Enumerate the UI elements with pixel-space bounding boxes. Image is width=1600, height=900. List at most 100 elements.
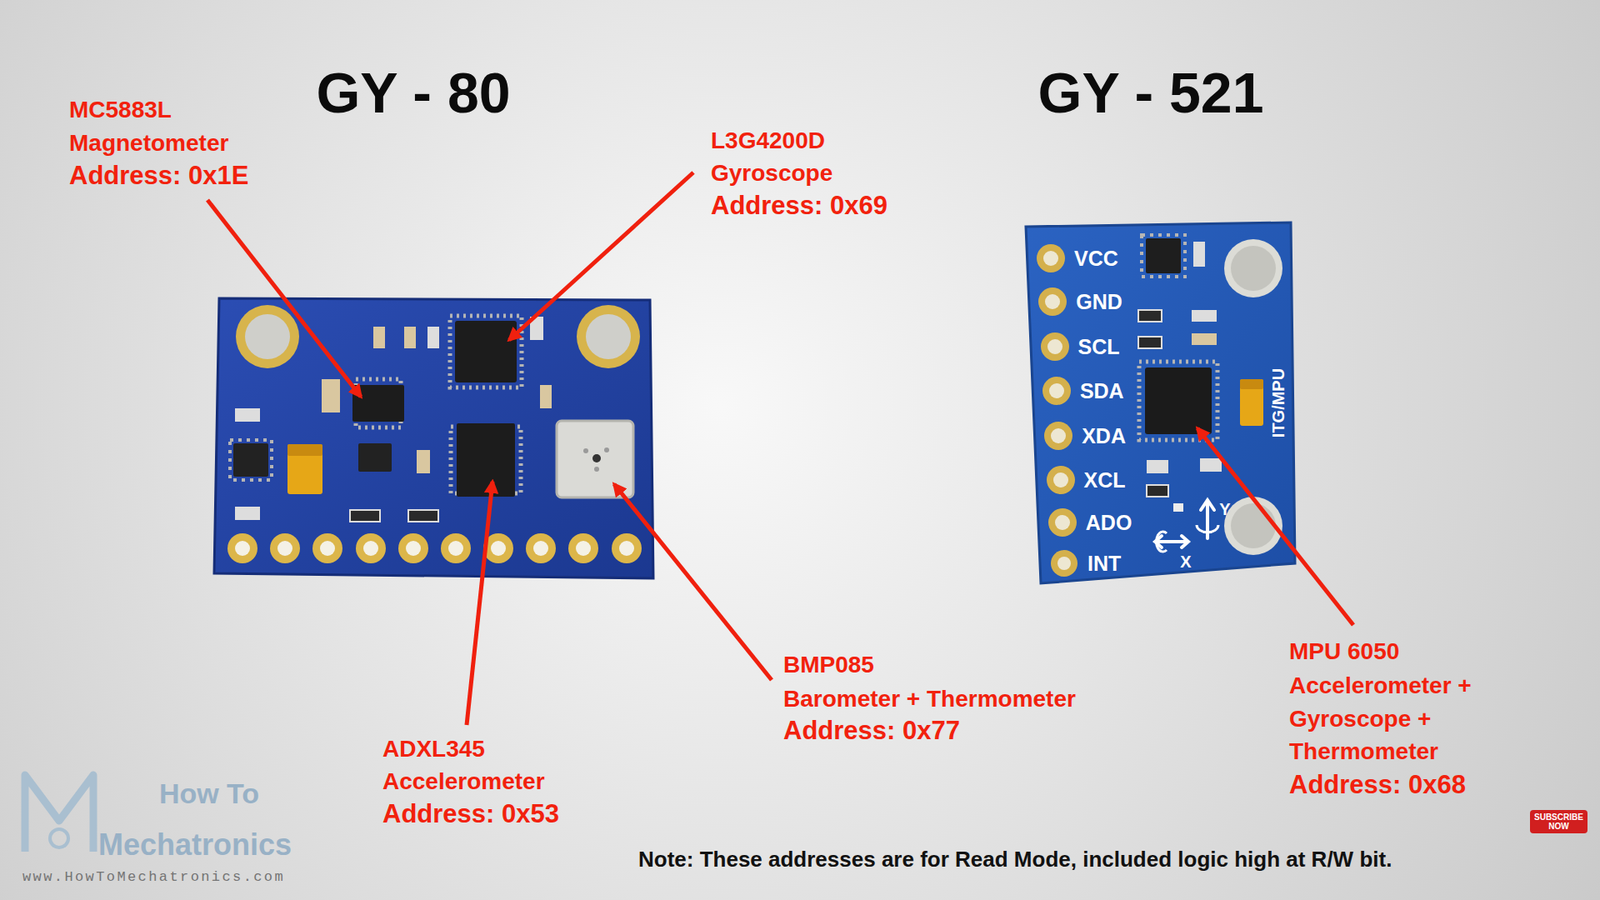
sensor-type: Thermometer — [1289, 738, 1439, 765]
sensor-port — [592, 454, 601, 463]
small-chip — [358, 443, 392, 472]
pin-name: ADO — [1085, 510, 1133, 535]
axis-rotation — [1156, 531, 1167, 552]
axis-label: Y — [1219, 500, 1230, 520]
pin-pad — [525, 533, 556, 564]
leader-line — [509, 172, 694, 340]
mounting-hole — [585, 314, 631, 360]
barometer-chip — [556, 420, 634, 498]
mounting-hole — [1224, 239, 1283, 298]
mounting-hole — [576, 305, 640, 369]
resistor — [1146, 485, 1169, 497]
resistor — [235, 506, 260, 520]
pin-pad — [1044, 421, 1073, 450]
pin-hole — [1057, 556, 1071, 570]
watermark: Mechatronics — [98, 827, 292, 862]
pin-pad — [1036, 244, 1065, 273]
pin-hole — [1050, 428, 1066, 444]
part-number: ADXL345 — [382, 735, 485, 763]
resistor — [350, 510, 380, 522]
pin-pad — [1046, 465, 1075, 495]
i2c-address: Address: 0x1E — [69, 160, 249, 191]
led — [1173, 503, 1184, 512]
tantalum-capacitor — [1240, 379, 1264, 426]
pin-hole — [1047, 339, 1063, 355]
pin-pad — [1040, 332, 1070, 361]
pin-hole — [405, 540, 421, 556]
capacitor — [1191, 333, 1217, 345]
part-number: L3G4200D — [710, 127, 825, 155]
capacitor — [416, 450, 430, 474]
resistor — [1191, 310, 1217, 322]
i2c-address: Address: 0x77 — [783, 715, 960, 746]
resistor — [1138, 310, 1162, 322]
mounting-hole — [1230, 245, 1276, 291]
watermark: How To — [159, 777, 260, 810]
pin-pad — [440, 533, 471, 564]
pin-header — [227, 533, 642, 564]
pin-pad — [398, 533, 429, 564]
pin-pad — [1038, 287, 1067, 316]
sensor-type: Accelerometer + — [1289, 672, 1472, 700]
i2c-address: Address: 0x53 — [382, 799, 560, 830]
leader-line — [466, 481, 493, 725]
capacitor-band — [1240, 379, 1264, 390]
sensor-dot — [604, 447, 610, 453]
resistor — [408, 510, 439, 522]
pin-hole — [1053, 472, 1069, 488]
mpu-chip — [1145, 367, 1212, 435]
board-heading: GY - 80 — [180, 60, 647, 134]
pin-pad — [312, 533, 343, 564]
chip-pins — [1139, 361, 1218, 440]
pin-pad — [1048, 508, 1077, 537]
accelerometer-chip — [456, 423, 515, 497]
pin-name: INT — [1087, 551, 1121, 576]
pcb-board — [214, 298, 654, 579]
pin-name: GND — [1075, 290, 1123, 315]
pin-header — [1036, 244, 1078, 577]
pin-hole — [619, 540, 635, 556]
pin-pad — [1042, 376, 1071, 405]
leader-line — [614, 484, 772, 680]
pin-hole — [363, 540, 379, 556]
resistor — [1146, 460, 1169, 474]
mounting-hole — [235, 305, 300, 369]
pin-hole — [575, 540, 591, 556]
sensor-type: Gyroscope — [710, 160, 833, 187]
chip-pins — [230, 440, 272, 480]
subscribe-button: SUBSCRIBE NOW — [1530, 810, 1588, 834]
pin-hole — [448, 540, 464, 556]
pin-pad — [270, 533, 300, 564]
pin-hole — [320, 540, 335, 556]
part-number: BMP085 — [783, 651, 875, 679]
resistor — [1193, 241, 1205, 267]
sensor-type: Barometer + Thermometer — [783, 685, 1076, 713]
pin-name: XCL — [1084, 468, 1126, 493]
pin-hole — [533, 540, 549, 556]
resistor — [1138, 336, 1162, 349]
pin-name: XDA — [1081, 424, 1126, 449]
board-heading: GY - 521 — [967, 60, 1335, 134]
tantalum-capacitor — [287, 444, 323, 495]
pcb-board — [1025, 222, 1295, 584]
sensor-type: Gyroscope + — [1289, 705, 1431, 733]
i2c-address: Address: 0x68 — [1289, 770, 1466, 800]
magnetometer-chip — [352, 385, 405, 422]
pin-pad — [611, 533, 642, 564]
node-text: GY - 80 — [180, 60, 647, 125]
note: Note: These addresses are for Read Mode,… — [638, 847, 1392, 873]
leader-line — [1197, 428, 1354, 625]
sensor-type: Accelerometer — [382, 768, 545, 795]
sensor-dot — [583, 448, 589, 454]
pin-name: SCL — [1078, 335, 1120, 360]
node-text: SUBSCRIBE NOW — [1534, 812, 1584, 831]
pin-hole — [1045, 294, 1060, 310]
resistor — [427, 326, 440, 349]
pin-name: VCC — [1074, 246, 1119, 271]
i2c-address: Address: 0x69 — [710, 190, 888, 221]
logo-mark — [25, 775, 94, 852]
sensor-type: Magnetometer — [69, 130, 229, 157]
website-url: www.HowToMechatronics.com — [22, 869, 285, 886]
gyroscope-chip — [455, 320, 517, 383]
capacitor-band — [287, 444, 323, 456]
